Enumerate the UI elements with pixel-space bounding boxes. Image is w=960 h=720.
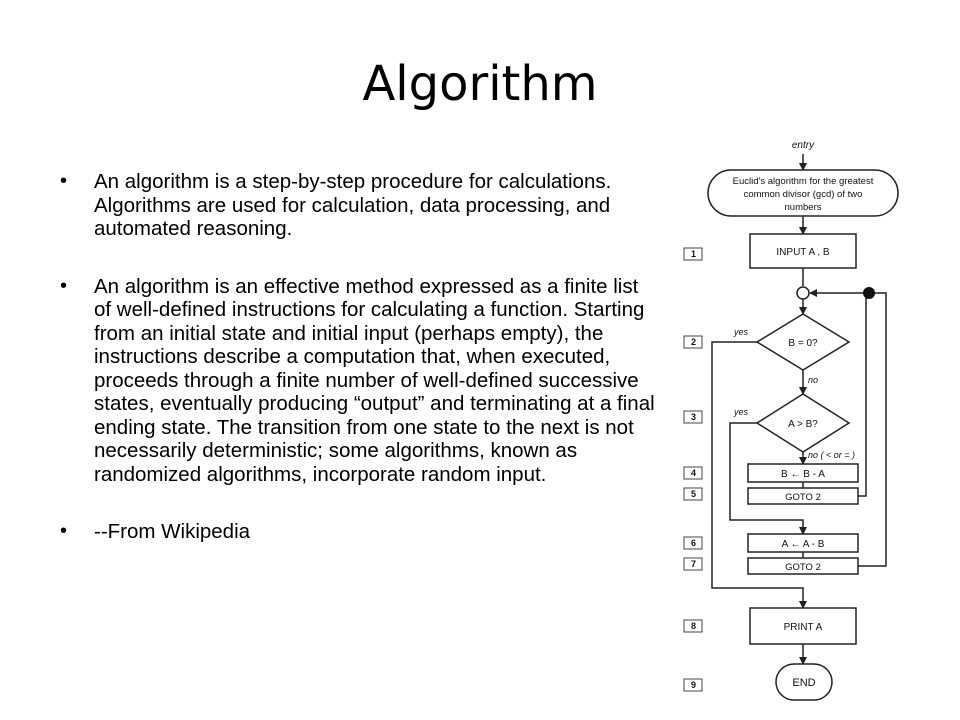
input-label: INPUT A , B [776,247,829,258]
step-number: 1 [691,249,696,259]
slide-title: Algorithm [362,56,598,112]
step7-label: GOTO 2 [785,562,821,573]
start-text-line: numbers [785,202,822,213]
decision2-label: A > B? [788,419,818,430]
bullet-text: An algorithm is an effective method expr… [94,274,655,486]
print-box [749,607,857,645]
no-label: no ( < or = ) [808,450,855,460]
step5-label: GOTO 2 [785,492,821,503]
step-number: 6 [691,538,696,548]
step-number: 7 [691,559,696,569]
step-number-box [683,536,703,550]
step-number-box [683,619,703,633]
step-number-box [683,466,703,480]
no-label: no [808,375,818,385]
input-box [749,233,857,269]
decision1-label: B = 0? [788,338,818,349]
bullet-marker: • [60,274,68,297]
step-number-box [683,487,703,501]
yes-label: yes [733,407,749,417]
step-number-box [683,410,703,424]
bullet-list: • An algorithm is a step-by-step procedu… [60,170,660,544]
loop-connector [858,292,887,567]
step-number: 4 [691,468,696,478]
bullet-text: An algorithm is a step-by-step procedure… [94,170,612,240]
end-terminator [775,663,833,701]
step-number: 2 [691,337,696,347]
step-number: 3 [691,412,696,422]
end-label: END [792,677,815,689]
start-text-line: common divisor (gcd) of two [744,189,863,200]
bullet-definition: • An algorithm is a step-by-step procedu… [60,170,660,241]
step-number-box [683,247,703,261]
entry-label: entry [792,140,815,151]
step-number-box [683,557,703,571]
step-number-box [683,678,703,692]
yes-label: yes [733,327,749,337]
step-number: 9 [691,680,696,690]
step6-label: A ← A - B [782,539,825,550]
yes-connector [729,422,807,535]
step4-label: B ← B - A [781,469,825,480]
bullet-text: --From Wikipedia [94,520,251,543]
euclid-flowchart: 1 2 3 4 5 6 7 8 9 entry Euclid's algorit… [683,140,899,701]
bullet-source: • --From Wikipedia [60,520,660,544]
loop-connector [858,292,873,497]
junction-filled [863,287,875,299]
step-number: 5 [691,489,696,499]
junction-open [796,286,810,300]
step-number-box [683,335,703,349]
start-text-line: Euclid's algorithm for the greatest [733,176,874,187]
yes-connector [711,341,807,609]
step-number: 8 [691,621,696,631]
bullet-marker: • [60,520,68,542]
bullet-effective-method: • An algorithm is an effective method ex… [60,275,660,487]
print-label: PRINT A [784,622,823,633]
bullet-marker: • [60,170,68,192]
